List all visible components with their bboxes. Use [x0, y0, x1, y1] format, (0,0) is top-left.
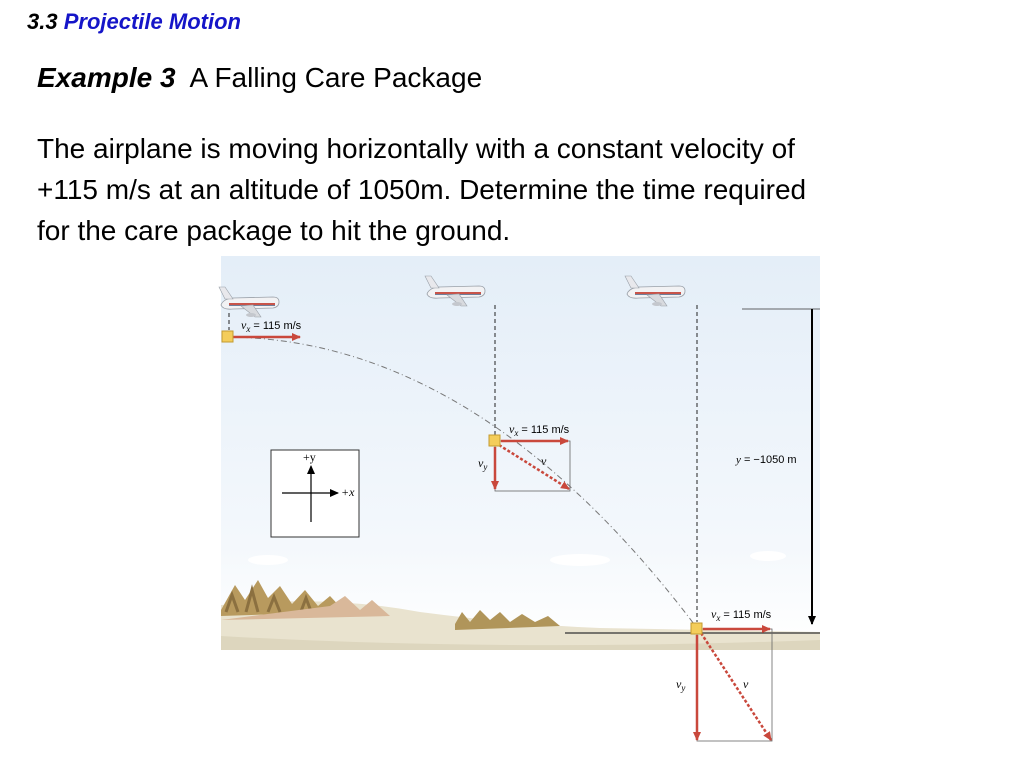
vx-label-release: vx = 115 m/s	[241, 318, 302, 334]
sky-background	[221, 256, 820, 642]
problem-statement: The airplane is moving horizontally with…	[37, 128, 997, 251]
section-number: 3.3	[27, 9, 58, 34]
cloud	[248, 555, 288, 565]
y-value: = −1050 m	[741, 454, 797, 466]
vx-label-ground: vx = 115 m/s	[711, 607, 772, 623]
trajectory-path	[228, 336, 698, 629]
cloud	[750, 551, 786, 561]
problem-line-3: for the care package to hit the ground.	[37, 215, 511, 246]
axis-plus-x: +x	[341, 485, 355, 499]
vy-label-ground: vy	[676, 677, 685, 693]
care-package	[221, 330, 234, 343]
v-arrow-ground	[699, 632, 773, 741]
section-name: Projectile Motion	[63, 9, 241, 34]
v-arrow-mid	[498, 443, 570, 491]
care-package	[690, 622, 703, 635]
vx-label-mid: vx = 115 m/s	[509, 422, 570, 438]
axes-legend: +y +x	[270, 449, 360, 538]
axis-plus-y: +y	[303, 450, 316, 464]
cloud	[550, 554, 610, 566]
example-label: Example 3	[37, 62, 176, 93]
problem-line-1: The airplane is moving horizontally with…	[37, 133, 795, 164]
example-title: Example 3 A Falling Care Package	[37, 62, 482, 94]
care-package	[488, 434, 501, 447]
example-name: A Falling Care Package	[189, 62, 483, 93]
v-label-ground: v	[743, 677, 749, 691]
v-label-mid: v	[541, 454, 547, 468]
section-header: 3.3 Projectile Motion	[27, 9, 241, 35]
y-var: y	[735, 454, 741, 466]
altitude-label: y = −1050 m	[735, 454, 797, 466]
ground-scene	[221, 580, 820, 650]
problem-line-2: +115 m/s at an altitude of 1050m. Determ…	[37, 174, 807, 205]
vy-label-mid: vy	[478, 456, 487, 472]
